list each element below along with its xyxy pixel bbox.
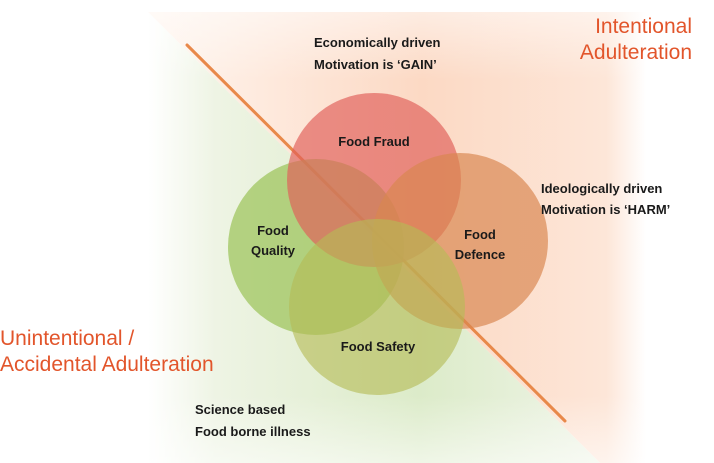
food-quality-line1: Food	[257, 223, 289, 238]
economic-annotation: Economically driven Motivation is ‘GAIN’	[314, 34, 440, 74]
science-annotation: Science based Food borne illness	[195, 401, 311, 441]
circle-food-safety	[289, 219, 465, 395]
food-safety-label: Food Safety	[340, 339, 416, 354]
intentional-adulteration-label: Intentional Adulteration	[540, 14, 692, 66]
food-quality-line2: Quality	[250, 243, 296, 258]
food-fraud-label: Food Fraud	[338, 134, 410, 149]
intentional-line1: Intentional	[595, 15, 692, 38]
unintentional-line2: Accidental Adulteration	[0, 353, 214, 376]
food-quality-label: Food Quality	[238, 221, 308, 261]
food-defence-line2: Defence	[454, 247, 506, 262]
economic-line1: Economically driven	[314, 35, 441, 50]
ideological-line1: Ideologically driven	[541, 181, 663, 196]
ideological-line2: Motivation is ‘HARM’	[541, 202, 671, 217]
science-line2: Food borne illness	[195, 424, 311, 439]
intentional-line2: Adulteration	[579, 41, 692, 64]
food-defence-line1: Food	[464, 227, 496, 242]
ideological-annotation: Ideologically driven Motivation is ‘HARM…	[541, 180, 670, 219]
unintentional-adulteration-label: Unintentional / Accidental Adulteration	[0, 326, 214, 378]
unintentional-line1: Unintentional /	[0, 327, 135, 350]
economic-line2: Motivation is ‘GAIN’	[314, 57, 437, 72]
science-line1: Science based	[195, 402, 286, 417]
food-defence-label: Food Defence	[440, 225, 520, 265]
